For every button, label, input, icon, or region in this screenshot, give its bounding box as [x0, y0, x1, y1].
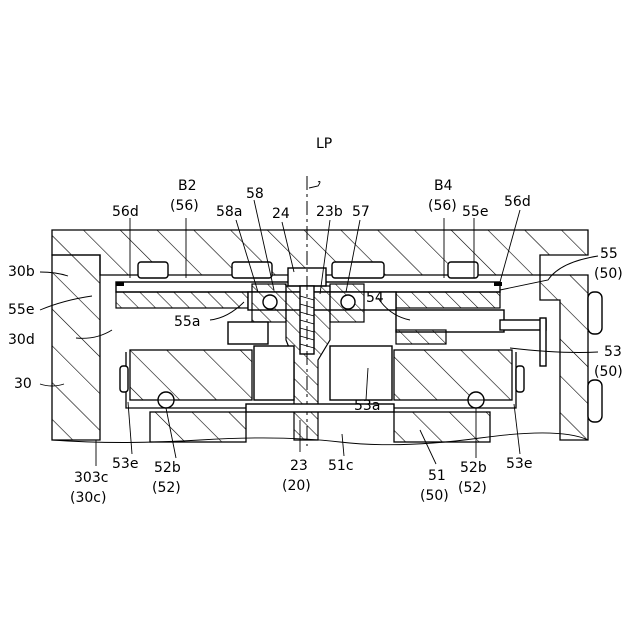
label-30b: 30b: [8, 264, 35, 280]
label-23b: 23b: [316, 204, 343, 220]
label-b4: B4: [434, 178, 453, 194]
base-51: [150, 404, 490, 442]
label-55: 55: [600, 246, 618, 262]
label-53: 53: [604, 344, 622, 360]
label-lp: LP: [316, 136, 332, 152]
label-52b-left-ref: (52): [152, 480, 181, 496]
label-23: 23: [290, 458, 308, 474]
label-b2-ref: (56): [170, 198, 199, 214]
label-55a: 55a: [174, 314, 200, 330]
label-53a: 53a: [354, 398, 380, 414]
label-53-ref: (50): [594, 364, 623, 380]
label-53e-right: 53e: [506, 456, 532, 472]
label-52b-right: 52b: [460, 460, 487, 476]
label-51: 51: [428, 468, 446, 484]
label-52b-left: 52b: [154, 460, 181, 476]
label-58a: 58a: [216, 204, 242, 220]
label-30: 30: [14, 376, 32, 392]
label-303c-ref: (30c): [70, 490, 106, 506]
label-56d-left: 56d: [112, 204, 139, 220]
label-56d-right: 56d: [504, 194, 531, 210]
label-24: 24: [272, 206, 290, 222]
label-58: 58: [246, 186, 264, 202]
label-53e-left: 53e: [112, 456, 138, 472]
label-52b-right-ref: (52): [458, 480, 487, 496]
label-23-ref: (20): [282, 478, 311, 494]
label-30d: 30d: [8, 332, 35, 348]
label-51c: 51c: [328, 458, 354, 474]
label-54: 54: [366, 290, 384, 306]
label-51-ref: (50): [420, 488, 449, 504]
label-b2: B2: [178, 178, 197, 194]
label-55-ref: (50): [594, 266, 623, 282]
label-b4-ref: (56): [428, 198, 457, 214]
label-57: 57: [352, 204, 370, 220]
label-303c: 303c: [74, 470, 108, 486]
bearing-57: [330, 284, 364, 322]
label-55e-left: 55e: [8, 302, 34, 318]
label-55e-top: 55e: [462, 204, 488, 220]
